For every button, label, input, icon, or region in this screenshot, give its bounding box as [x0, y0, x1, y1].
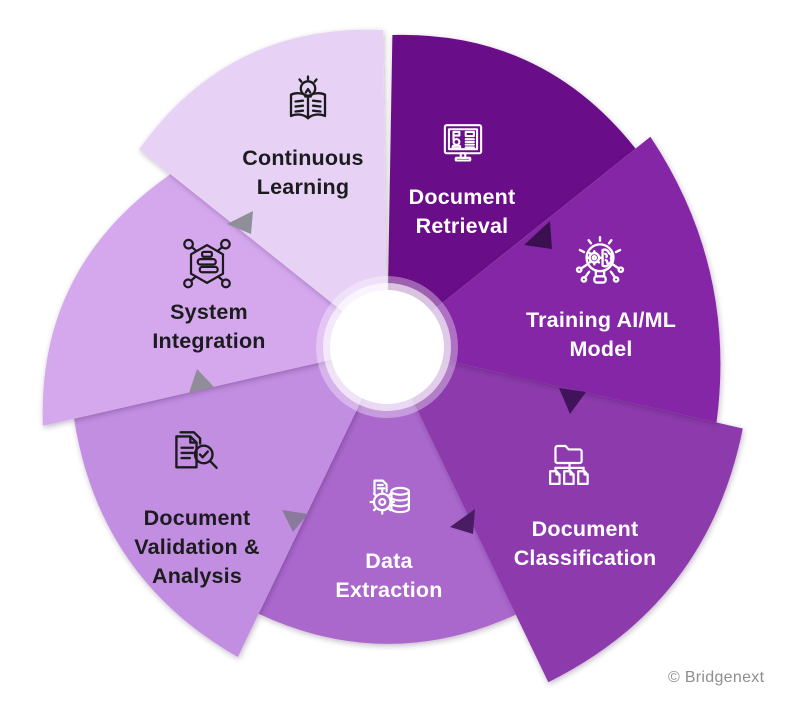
hexagon-stack-icon: [176, 233, 238, 295]
book-lightbulb-icon: [276, 72, 340, 136]
segment-label-training-ai-ml-model: Training AI/ML Model: [525, 307, 677, 361]
segment-document-validation-analysis: [74, 347, 387, 657]
document-magnifier-check-icon: [163, 423, 229, 489]
hub-circle: [330, 290, 444, 404]
flow-arrow-6: [227, 211, 253, 234]
segment-document-classification: [387, 347, 743, 683]
segment-label-continuous-learning: Continuous Learning: [242, 145, 364, 199]
gear-database-icon: [359, 470, 421, 532]
flow-arrows: [189, 211, 586, 534]
segment-training-ai-ml-model: [387, 136, 721, 423]
flow-arrow-2: [559, 388, 586, 414]
flow-arrow-4: [282, 510, 308, 532]
segment-label-document-retrieval: Document Retrieval: [408, 184, 516, 238]
copyright-text: © Bridgenext: [668, 669, 765, 686]
segment-label-document-validation-analysis: Document Validation & Analysis: [134, 506, 260, 589]
segment-system-integration: [42, 174, 387, 426]
lightbulb-brain-gear-icon: [567, 232, 633, 298]
segment-label-document-classification: Document Classification: [513, 516, 657, 570]
flow-arrow-5: [189, 369, 214, 393]
segment-label-data-extraction: Data Extraction: [335, 548, 443, 602]
wheel-hub: [316, 276, 458, 418]
segment-label-system-integration: System Integration: [152, 299, 266, 353]
wheel-segments: [42, 29, 743, 683]
monitor-document-icon: [434, 117, 492, 175]
flow-arrow-1: [524, 221, 552, 249]
folder-hierarchy-icon: [539, 432, 601, 494]
segment-document-retrieval: [387, 34, 636, 347]
flow-arrow-3: [450, 509, 475, 534]
